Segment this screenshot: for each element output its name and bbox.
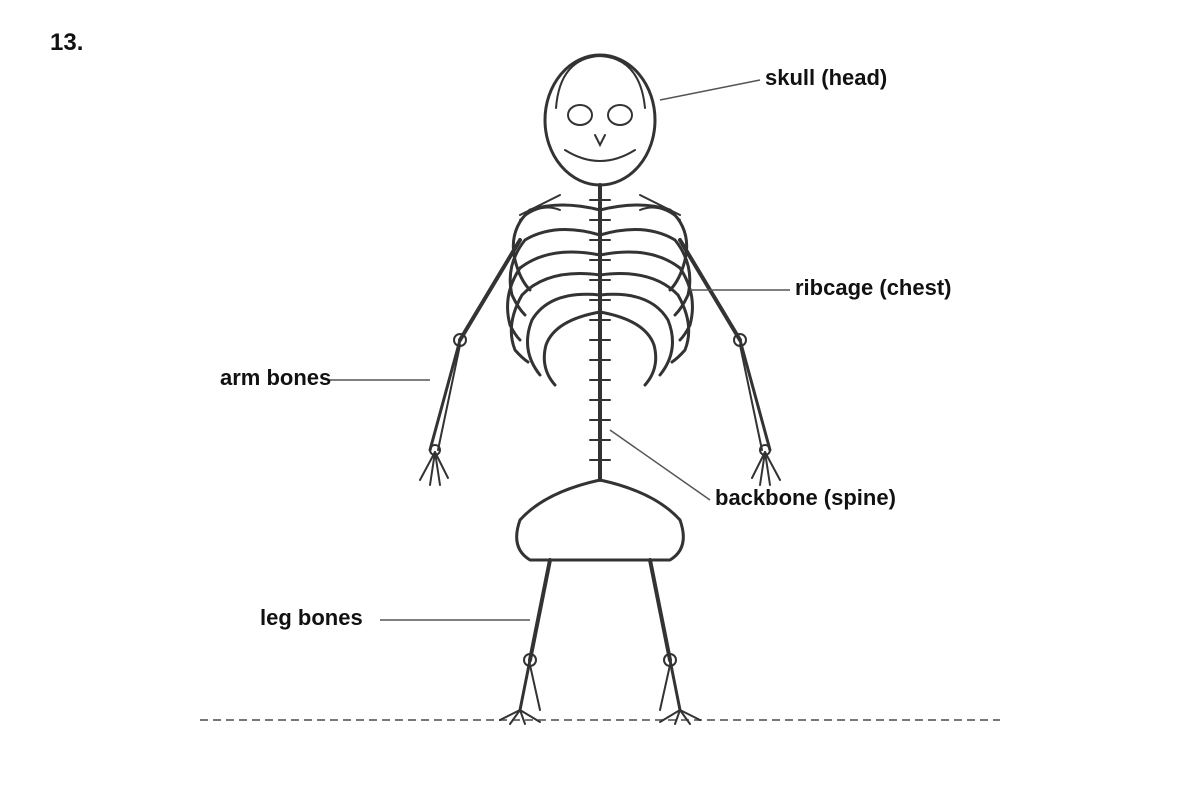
rib-right-4 bbox=[598, 272, 691, 364]
left-shin-bone-1 bbox=[518, 658, 532, 712]
rib-right-6 bbox=[598, 310, 658, 387]
nose-cavity bbox=[594, 134, 606, 148]
right-shin-bone-1 bbox=[668, 658, 682, 712]
pelvis bbox=[515, 478, 685, 562]
right-finger-2 bbox=[759, 451, 766, 486]
skull-outline bbox=[543, 53, 657, 187]
ribcage bbox=[506, 203, 694, 387]
left-toe-2 bbox=[509, 709, 521, 725]
backbone-leader-line bbox=[609, 429, 711, 501]
right-finger-3 bbox=[764, 451, 771, 486]
label-backbone: backbone (spine) bbox=[715, 485, 896, 510]
right-finger-4 bbox=[764, 451, 781, 481]
left-thigh-bone bbox=[528, 558, 552, 662]
left-eye-socket bbox=[567, 104, 593, 126]
rib-right-5 bbox=[598, 292, 674, 377]
right-toe-3 bbox=[679, 709, 691, 725]
right-toe-2 bbox=[674, 709, 681, 725]
left-upper-arm-bone bbox=[458, 238, 522, 342]
vertebrae-ticks bbox=[589, 199, 611, 461]
left-leg bbox=[499, 558, 552, 725]
skull-leader-line bbox=[659, 79, 761, 101]
right-arm bbox=[678, 238, 781, 486]
label-ribcage: ribcage (chest) bbox=[795, 275, 952, 300]
question-number: 13. bbox=[50, 29, 83, 56]
backbone bbox=[589, 183, 611, 482]
skull-crown-line bbox=[555, 54, 646, 109]
left-arm bbox=[419, 238, 522, 486]
label-leg-bones: leg bones bbox=[260, 605, 363, 630]
left-finger-3 bbox=[434, 451, 441, 486]
right-toe-4 bbox=[679, 709, 701, 721]
right-forearm-bone-1 bbox=[738, 338, 772, 452]
left-finger-1 bbox=[419, 451, 436, 481]
right-leg bbox=[648, 558, 701, 725]
right-toe-1 bbox=[659, 709, 681, 723]
left-toe-3 bbox=[519, 709, 526, 725]
rib-left-1 bbox=[511, 203, 602, 292]
skull bbox=[543, 53, 657, 187]
left-finger-2 bbox=[429, 451, 436, 486]
left-toe-4 bbox=[519, 709, 541, 723]
right-eye-socket bbox=[607, 104, 633, 126]
label-skull: skull (head) bbox=[765, 65, 887, 90]
right-shin-bone-2 bbox=[659, 664, 671, 711]
left-finger-4 bbox=[434, 451, 449, 479]
right-forearm-bone-2 bbox=[739, 344, 763, 451]
left-forearm-bone-2 bbox=[437, 344, 461, 451]
rib-left-3 bbox=[506, 250, 602, 342]
rib-right-3 bbox=[598, 250, 694, 342]
right-thigh-bone bbox=[648, 558, 672, 662]
right-finger-1 bbox=[751, 451, 766, 479]
rib-right-1 bbox=[598, 203, 689, 292]
rib-left-4 bbox=[509, 272, 602, 364]
jaw-line bbox=[564, 149, 636, 162]
left-shin-bone-2 bbox=[529, 664, 541, 711]
rib-left-6 bbox=[542, 310, 602, 387]
rib-left-5 bbox=[526, 292, 602, 377]
left-forearm-bone-1 bbox=[428, 338, 462, 452]
label-arm-bones: arm bones bbox=[220, 365, 331, 390]
left-toe-1 bbox=[499, 709, 521, 721]
